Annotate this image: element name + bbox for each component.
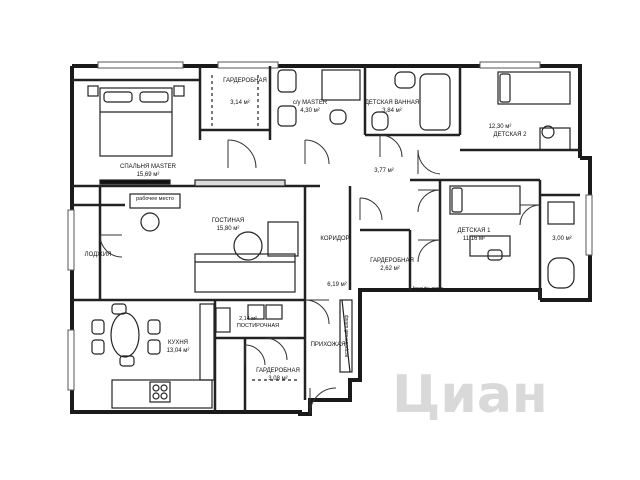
corridor-name: КОРИДОР [320, 236, 349, 242]
entry-label: ПРИХОЖАЯ [311, 342, 346, 348]
kitchen-name: КУХНЯ [168, 340, 188, 346]
loggia-label: ЛОДЖИЯ [85, 252, 112, 258]
master-bath-area: 4,30 м² [300, 108, 319, 114]
windows [67, 61, 593, 391]
corridor-area: 6,19 м² [327, 282, 346, 288]
wardrobe-1-area: 3,14 м² [230, 100, 249, 106]
hall-small-area: 3,77 м² [374, 168, 393, 174]
wardrobe-1-name: ГАРДЕРОБНАЯ [223, 78, 267, 84]
built-in-closet-label: встроенный шкаф [343, 315, 350, 357]
wardrobe-3-area: 3,08 м² [268, 376, 287, 382]
wardrobe-2-area: 2,62 м² [380, 266, 399, 272]
bath-small-area: 3,00 м² [552, 236, 571, 242]
kids-bath-name: ДЕТСКАЯ ВАННАЯ [365, 100, 419, 106]
watermark-text: Циан [392, 365, 548, 425]
wardrobe-2-name: ГАРДЕРОБНАЯ [370, 258, 414, 264]
living-area: 15,80 м² [217, 226, 240, 232]
kids-1-name: ДЕТСКАЯ 1 [458, 228, 492, 234]
kitchen-area: 13,04 м² [167, 348, 190, 354]
watermark: Циан [392, 365, 548, 425]
master-bath-name: с/у MASTER [293, 100, 328, 106]
kids-2-name: ДЕТСКАЯ 2 [494, 132, 528, 138]
master-bedroom-area: 15,69 м² [137, 172, 160, 178]
master-bedroom-name: СПАЛЬНЯ MASTER [120, 164, 177, 170]
living-name: ГОСТИНАЯ [212, 218, 244, 224]
laundry-name: ПОСТИРОЧНАЯ [237, 323, 279, 329]
workplace-label: рабочее место [136, 196, 174, 202]
wardrobe-3-name: ГАРДЕРОБНАЯ [256, 368, 300, 374]
kids-bath-area: 3,84 м² [382, 108, 401, 114]
beauty-zone-label: beauty-zone [413, 286, 443, 292]
interior-walls [72, 66, 580, 412]
kids-2-area: 12,30 м² [489, 124, 512, 130]
doors [99, 134, 541, 415]
room-labels: СПАЛЬНЯ MASTER 15,69 м² ГАРДЕРОБНАЯ 3,14… [85, 78, 572, 382]
furniture [87, 69, 575, 409]
laundry-area: 2,14 м² [239, 316, 257, 322]
kids-1-area: 11,16 м² [463, 236, 485, 242]
